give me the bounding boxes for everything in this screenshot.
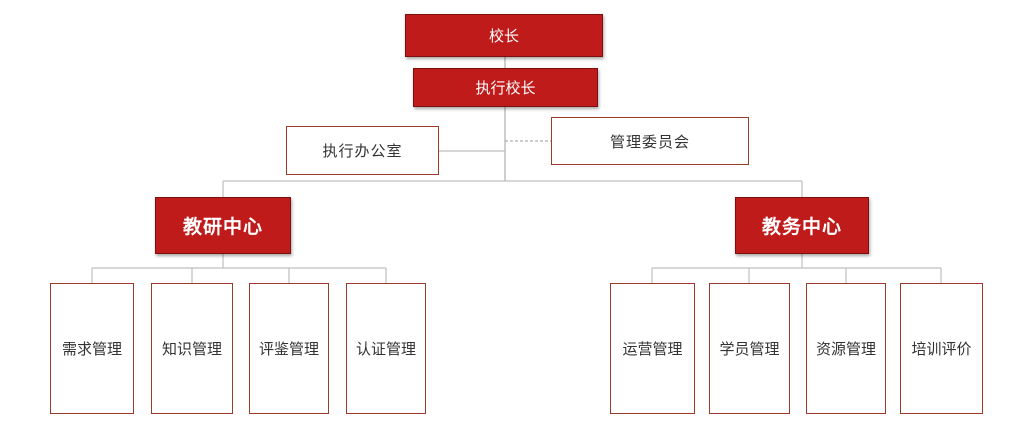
executive-office-node: 执行办公室 — [286, 126, 439, 175]
principal-node: 校长 — [405, 14, 603, 57]
principal-label: 校长 — [488, 27, 519, 45]
academic-unit-label: 学员管理 — [719, 340, 780, 358]
research-unit-label: 需求管理 — [61, 340, 122, 358]
research-unit-node: 知识管理 — [151, 283, 233, 414]
research-unit-label: 认证管理 — [355, 340, 416, 358]
management-committee-label: 管理委员会 — [609, 132, 690, 151]
academic-unit-label: 资源管理 — [815, 340, 876, 358]
academic-center-node: 教务中心 — [735, 197, 869, 254]
academic-unit-node: 运营管理 — [610, 283, 695, 414]
academic-unit-node: 培训评价 — [900, 283, 983, 414]
academic-unit-label: 运营管理 — [622, 340, 683, 358]
academic-unit-node: 学员管理 — [709, 283, 790, 414]
research-unit-label: 评鉴管理 — [258, 340, 319, 358]
executive-office-label: 执行办公室 — [322, 142, 403, 160]
research-unit-node: 认证管理 — [346, 283, 426, 414]
research-center-node: 教研中心 — [155, 197, 291, 254]
academic-center-label: 教务中心 — [761, 216, 842, 238]
research-unit-node: 需求管理 — [50, 283, 134, 414]
research-unit-node: 评鉴管理 — [249, 283, 329, 414]
academic-unit-node: 资源管理 — [806, 283, 886, 414]
executive-principal-label: 执行校长 — [475, 79, 536, 97]
management-committee-node: 管理委员会 — [551, 117, 749, 165]
research-unit-label: 知识管理 — [161, 340, 222, 358]
executive-principal-node: 执行校长 — [413, 68, 598, 107]
academic-unit-label: 培训评价 — [911, 340, 972, 358]
research-center-label: 教研中心 — [182, 216, 263, 238]
